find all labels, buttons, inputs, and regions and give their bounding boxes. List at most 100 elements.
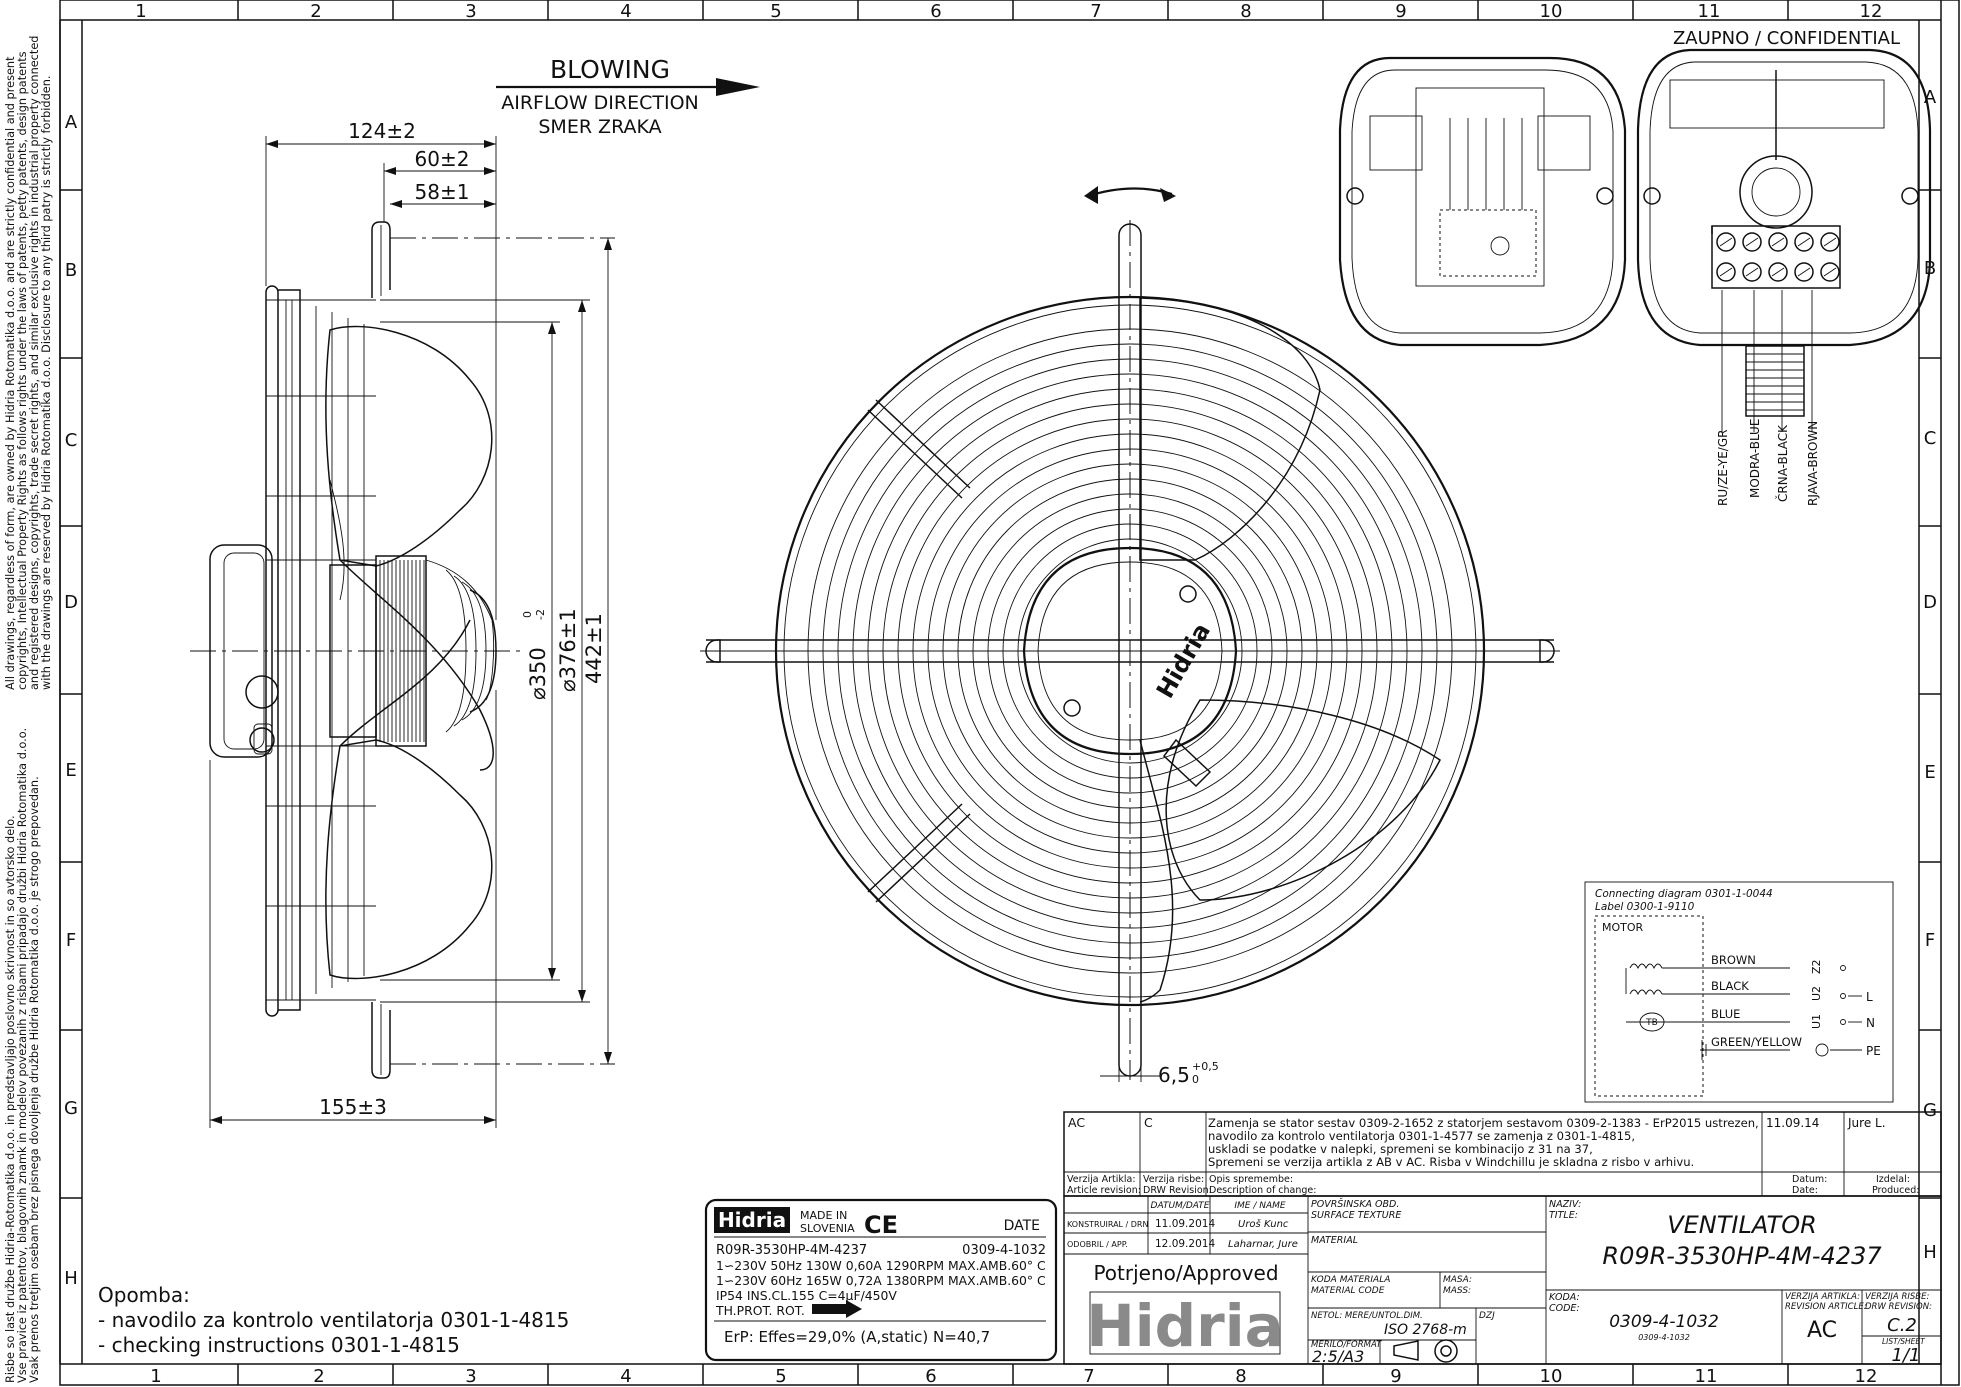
tb-approved: Potrjeno/Approved — [1093, 1261, 1278, 1285]
tb-surface-2: SURFACE TEXTURE — [1311, 1210, 1401, 1221]
side-note-en-1: All drawings, regardless of form, are ow… — [4, 56, 17, 690]
col-label-top: 10 — [1540, 1, 1563, 22]
airflow-direction-sl: SMER ZRAKA — [538, 116, 661, 138]
terminal-box-open: RU/ZE-YE/GR MODRA-BLUE ČRNA-BLACK RJAVA-… — [1636, 48, 1932, 506]
dim-6-5-tol-up: +0,5 — [1192, 1060, 1219, 1073]
revision-h-drw-1: Verzija risbe: — [1143, 1174, 1204, 1185]
revision-rev: AC — [1068, 1115, 1085, 1130]
row-label-right: E — [1924, 762, 1935, 783]
label-erp: ErP: Effes=29,0% (A,static) N=40,7 — [724, 1328, 990, 1346]
side-note-en-3: and registered designs, copyrights, trad… — [28, 36, 41, 690]
col-label-top: 11 — [1698, 1, 1721, 22]
tb-dzj: DZJ — [1479, 1311, 1495, 1321]
row-label-right: G — [1923, 1100, 1937, 1121]
airflow-direction: BLOWING AIRFLOW DIRECTION SMER ZRAKA — [496, 55, 760, 138]
wire-label-blue: MODRA-BLUE — [1748, 419, 1762, 498]
revision-h-by-1: Izdelal: — [1876, 1174, 1910, 1185]
row-label-left: G — [64, 1098, 78, 1119]
revision-h-date-2: Date: — [1792, 1185, 1818, 1196]
col-label-top: 12 — [1860, 1, 1883, 22]
tb-masa-2: MASS: — [1443, 1286, 1471, 1296]
tb-va-val: AC — [1807, 1318, 1837, 1343]
label-code: 0309-4-1032 — [962, 1243, 1046, 1258]
ce-mark: CE — [864, 1211, 898, 1239]
connecting-line-n: N — [1866, 1016, 1875, 1030]
tb-odobril: ODOBRIL / APP. — [1067, 1240, 1128, 1249]
tb-h-name: IME / NAME — [1234, 1201, 1286, 1211]
tb-koda-2: CODE: — [1549, 1303, 1580, 1314]
tb-list-val: 1/1 — [1892, 1345, 1921, 1366]
row-label-left: A — [65, 112, 78, 133]
connecting-line-pe: PE — [1866, 1044, 1881, 1058]
dim-155: 155±3 — [319, 1095, 387, 1119]
col-label-bottom: 9 — [1390, 1366, 1401, 1387]
side-note-en-4: with the drawings are reserved by Hidria… — [40, 76, 53, 690]
notes: Opomba: - navodilo za kontrolo ventilato… — [98, 1283, 569, 1357]
side-notes: All drawings, regardless of form, are ow… — [4, 36, 53, 1383]
wire-label-ye-gr: RU/ZE-YE/GR — [1716, 430, 1730, 506]
hidria-logo: Hidria — [1086, 1292, 1284, 1360]
tb-merilo: MERILO/FORMAT — [1311, 1340, 1382, 1350]
revision-table: AC C Zamenja se stator sestav 0309-2-165… — [1063, 1111, 1942, 1197]
label-made-in-2: SLOVENIA — [800, 1222, 855, 1235]
col-label-bottom: 11 — [1695, 1366, 1718, 1387]
dim-6-5-group: 6,5 +0,5 0 — [1100, 1060, 1219, 1087]
tb-code-val: 0309-4-1032 — [1609, 1312, 1719, 1332]
tb-surface-1: POVRŠINSKA OBD. — [1311, 1198, 1399, 1210]
dim-6-5: 6,5 — [1158, 1063, 1190, 1087]
col-label-bottom: 5 — [775, 1366, 786, 1387]
connecting-terminal-z2: Z2 — [1810, 959, 1823, 974]
col-label-top: 9 — [1395, 1, 1406, 22]
rotation-direction-icon — [812, 1300, 862, 1318]
fan-side-view — [190, 221, 520, 1079]
confidential-label: ZAUPNO / CONFIDENTIAL — [1673, 28, 1900, 49]
col-label-top: 5 — [770, 1, 781, 22]
title-block: DATUM/DATE IME / NAME KONSTRUIRAL / DRN … — [1063, 1195, 1942, 1366]
tb-konstruiral: KONSTRUIRAL / DRN — [1067, 1220, 1148, 1229]
row-label-right: H — [1923, 1242, 1937, 1263]
label-model: R09R-3530HP-4M-4237 — [716, 1243, 867, 1258]
revision-h-by-2: Produced: — [1872, 1185, 1919, 1196]
connecting-wire-blue: BLUE — [1711, 1007, 1740, 1021]
tb-va-2: REVISION ARTICLE: — [1785, 1302, 1867, 1312]
connecting-diagram: Connecting diagram 0301-1-0044 Label 030… — [1584, 881, 1894, 1103]
side-note-sl-2: Vse pravice iz patentov, blagovnih znamk… — [16, 728, 29, 1383]
label-line-2: 1∽230V 60Hz 165W 0,72A 1380RPM MAX.AMB.6… — [716, 1273, 1046, 1288]
connecting-wire-black: BLACK — [1711, 979, 1749, 993]
col-label-top: 6 — [930, 1, 941, 22]
label-plate: Hidria MADE IN SLOVENIA CE DATE R09R-353… — [704, 1198, 1058, 1362]
dim-350-tol-up: 0 — [521, 611, 534, 618]
notes-line-2: - checking instructions 0301-1-4815 — [98, 1333, 460, 1357]
connecting-wire-brown: BROWN — [1711, 953, 1756, 967]
col-label-top: 3 — [465, 1, 476, 22]
dim-442: 442±1 — [582, 613, 606, 684]
col-label-bottom: 12 — [1855, 1366, 1878, 1387]
row-label-left: F — [66, 930, 76, 951]
tb-masa-1: MASA: — [1443, 1275, 1472, 1285]
blowing-label: BLOWING — [550, 55, 670, 84]
row-label-left: C — [65, 430, 78, 451]
row-label-left: E — [65, 760, 76, 781]
dim-124: 124±2 — [348, 119, 416, 143]
tb-title-2: R09R-3530HP-4M-4237 — [1602, 1242, 1882, 1270]
revision-text-3: uskladi se podatke v nalepki, spremeni s… — [1208, 1142, 1593, 1156]
tb-naziv-1: NAZIV: — [1549, 1199, 1581, 1210]
tb-netol-1: NETOL: MERE/UNTOL.DIM. — [1311, 1311, 1423, 1321]
col-label-bottom: 8 — [1235, 1366, 1246, 1387]
revision-by: Jure L. — [1847, 1116, 1886, 1130]
col-label-top: 8 — [1240, 1, 1251, 22]
tb-h-datum: DATUM/DATE — [1151, 1201, 1210, 1211]
connecting-line-l: L — [1866, 990, 1873, 1004]
col-label-bottom: 1 — [150, 1366, 161, 1387]
row-label-right: C — [1924, 428, 1937, 449]
revision-h-rev-2: Article revision: — [1067, 1185, 1141, 1196]
grid-labels: 1 2 3 4 5 6 7 8 9 10 11 12 1 2 3 4 5 6 7… — [64, 1, 1937, 1387]
label-brand: Hidria — [718, 1208, 786, 1232]
col-label-top: 2 — [310, 1, 321, 22]
col-label-bottom: 3 — [465, 1366, 476, 1387]
revision-h-drw-2: DRW Revision: — [1143, 1185, 1212, 1196]
row-label-left: B — [65, 260, 77, 281]
notes-line-1: - navodilo za kontrolo ventilatorja 0301… — [98, 1308, 569, 1332]
wire-label-brown: RJAVA-BROWN — [1806, 421, 1820, 506]
col-label-bottom: 7 — [1083, 1366, 1094, 1387]
